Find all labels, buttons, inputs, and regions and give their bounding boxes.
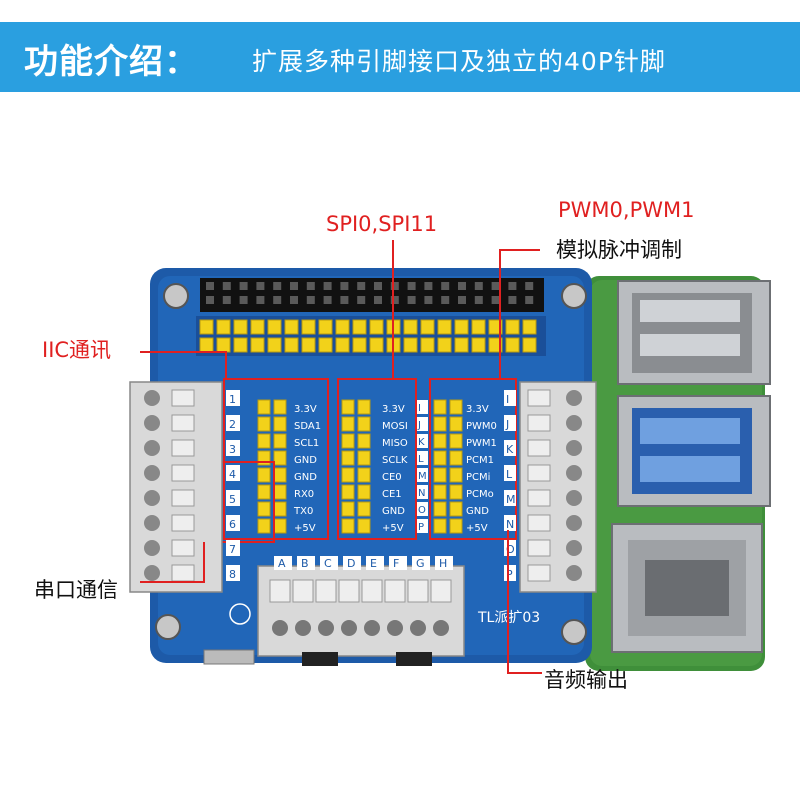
terminal-letter: L	[418, 454, 424, 465]
pin-label: GND	[466, 506, 489, 517]
terminal-letter: H	[439, 557, 447, 570]
callout-iic: IIC通讯	[42, 338, 112, 362]
pin-label: SDA1	[294, 421, 321, 432]
callout-pwm-desc: 模拟脉冲调制	[556, 238, 682, 262]
terminal-letter: J	[417, 420, 421, 431]
terminal-letter: P	[506, 568, 513, 581]
terminal-letter: G	[416, 557, 425, 570]
usb-port-2	[617, 395, 771, 507]
terminal-letter: F	[393, 557, 399, 570]
usb-port-1	[617, 280, 771, 385]
pin-label: PWM1	[466, 438, 497, 449]
pin-label: GND	[294, 455, 317, 466]
pin-label: RX0	[294, 489, 314, 500]
pin-label: +5V	[382, 523, 404, 534]
pin-label: CE0	[382, 472, 402, 483]
title-banner: 功能介绍： 扩展多种引脚接口及独立的40P针脚	[0, 22, 800, 92]
pin-label: 3.3V	[466, 404, 489, 415]
terminal-letter: O	[506, 543, 515, 556]
callout-spi: SPI0,SPI11	[326, 212, 438, 236]
callout-uart: 串口通信	[34, 578, 118, 602]
pin-label: +5V	[294, 523, 316, 534]
pin-label: +5V	[466, 523, 488, 534]
terminal-letter: A	[278, 557, 286, 570]
pin-label: CE1	[382, 489, 402, 500]
pin-label: GND	[294, 472, 317, 483]
terminal-number: 2	[229, 418, 236, 431]
banner-subtitle: 扩展多种引脚接口及独立的40P针脚	[252, 47, 666, 76]
terminal-number: 7	[229, 543, 236, 556]
terminal-number: 6	[229, 518, 236, 531]
terminal-letter: N	[418, 488, 425, 499]
pin-label: MOSI	[382, 421, 408, 432]
terminal-letter: M	[418, 471, 427, 482]
callout-lines	[140, 240, 542, 674]
pin-label: TX0	[293, 506, 313, 517]
bottom-terminal-block	[257, 565, 465, 657]
terminal-letter: O	[418, 505, 426, 516]
terminal-number: 1	[229, 393, 236, 406]
terminal-letter: K	[418, 437, 425, 448]
terminal-letter: E	[370, 557, 377, 570]
pin-label: GND	[382, 506, 405, 517]
terminal-letter: I	[506, 393, 509, 406]
terminal-letter: P	[418, 522, 424, 533]
left-terminal-block	[129, 381, 223, 593]
callout-audio: 音频输出	[544, 668, 628, 692]
ethernet-port	[611, 523, 763, 653]
pin-label: MISO	[382, 438, 408, 449]
pin-label: SCL1	[294, 438, 319, 449]
pin-label: SCLK	[382, 455, 408, 466]
terminal-letter: N	[506, 518, 514, 531]
terminal-letter: J	[505, 418, 509, 431]
terminal-number: 5	[229, 493, 236, 506]
audio-jack-2	[396, 652, 432, 666]
banner-title: 功能介绍：	[24, 42, 199, 82]
terminal-letter: D	[347, 557, 355, 570]
terminal-letter: I	[418, 403, 421, 414]
pin-label: PCMo	[466, 489, 494, 500]
terminal-number: 4	[229, 468, 236, 481]
pin-label: PCM1	[466, 455, 494, 466]
terminal-letter: C	[324, 557, 332, 570]
terminal-letter: M	[506, 493, 516, 506]
pin-label: PWM0	[466, 421, 497, 432]
pin-label: PCMi	[466, 472, 490, 483]
terminal-letter: K	[506, 443, 514, 456]
terminal-number: 8	[229, 568, 236, 581]
terminal-letter: B	[301, 557, 309, 570]
pin-label: 3.3V	[382, 404, 405, 415]
corner-screws	[155, 283, 587, 645]
terminal-letter: L	[506, 468, 513, 481]
terminal-number: 3	[229, 443, 236, 456]
right-terminal-block	[519, 381, 597, 593]
callout-pwm: PWM0,PWM1	[558, 198, 695, 222]
pin-label: 3.3V	[294, 404, 317, 415]
audio-jack-1	[302, 652, 338, 666]
